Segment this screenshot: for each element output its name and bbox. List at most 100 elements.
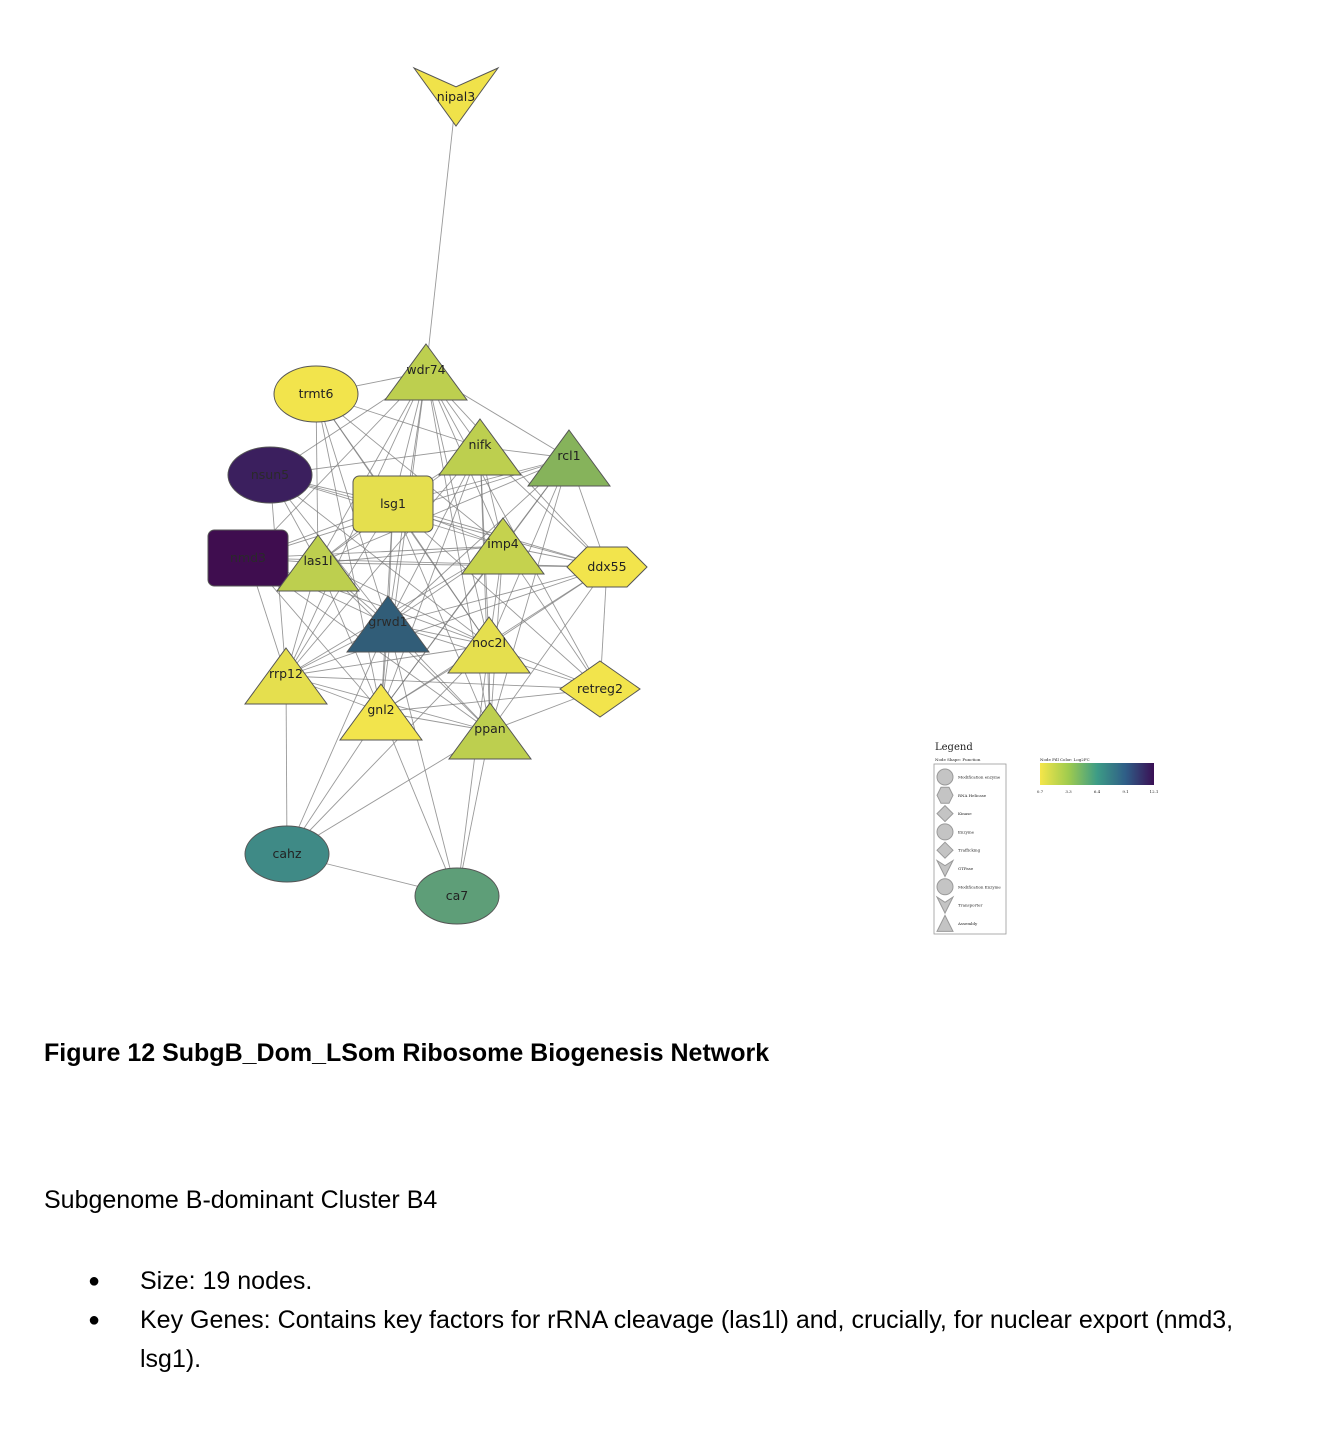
edge-noc2l-rrp12 xyxy=(285,644,490,677)
edge-wdr74-nmd3 xyxy=(247,371,427,559)
node-label-cahz: cahz xyxy=(272,846,301,861)
legend-shape-2 xyxy=(936,804,954,823)
node-shape-nmd3 xyxy=(207,529,289,587)
node-label-rcl1: rcl1 xyxy=(557,448,580,463)
node-las1l: las1l xyxy=(276,534,360,592)
network-graph: nipal3 wdr74 trmt6 nifk rcl1 nsun5 lsg1 nmd3 las… xyxy=(207,66,648,925)
node-label-nifk: nifk xyxy=(468,437,492,452)
node-shape-rcl1 xyxy=(527,429,611,487)
legend-shape-label-6: Modification Enzyme xyxy=(958,884,1001,889)
legend-shape-label-0: Modification enzyme xyxy=(958,775,1001,780)
legend-color-gradient xyxy=(1040,763,1154,785)
edge-grwd1-ca7 xyxy=(387,623,458,897)
edge-lsg1-ppan xyxy=(392,503,491,732)
node-shape-ca7 xyxy=(414,867,500,925)
node-label-ca7: ca7 xyxy=(446,888,469,903)
edge-gnl2-retreg2 xyxy=(380,688,601,713)
legend-shape-6 xyxy=(936,878,954,896)
node-shape-ddx55 xyxy=(566,546,648,588)
node-label-lsg1: lsg1 xyxy=(380,496,406,511)
edge-nsun5-noc2l xyxy=(269,474,490,646)
node-label-ddx55: ddx55 xyxy=(587,559,626,574)
edge-rrp12-retreg2 xyxy=(285,675,601,690)
legend-shape-label-1: RNA Helicase xyxy=(958,793,987,798)
edge-nipal3-wdr74 xyxy=(425,96,457,373)
node-label-noc2l: noc2l xyxy=(472,635,506,650)
edge-rcl1-las1l xyxy=(317,457,570,564)
node-nmd3: nmd3 xyxy=(207,529,289,587)
edge-ddx55-grwd1 xyxy=(387,566,608,625)
node-nipal3: nipal3 xyxy=(412,66,500,127)
edge-lsg1-retreg2 xyxy=(392,503,601,690)
legend-shape-label-7: Transporter xyxy=(958,903,982,908)
node-shape-nifk xyxy=(438,418,522,476)
edge-rcl1-ppan xyxy=(489,457,570,732)
legend-shape-4 xyxy=(936,841,954,859)
node-label-retreg2: retreg2 xyxy=(577,681,623,696)
node-retreg2: retreg2 xyxy=(559,660,641,718)
node-ppan: ppan xyxy=(448,702,532,760)
node-label-nsun5: nsun5 xyxy=(251,467,289,482)
edge-las1l-imp4 xyxy=(317,545,504,564)
node-noc2l: noc2l xyxy=(447,616,531,674)
figure-caption: Figure 12 SubgB_Dom_LSom Ribosome Biogen… xyxy=(44,1039,770,1067)
node-shape-rrp12 xyxy=(244,647,328,705)
edge-trmt6-imp4 xyxy=(315,393,504,547)
legend-shape-1 xyxy=(936,786,954,804)
node-grwd1: grwd1 xyxy=(346,595,430,653)
legend-shape-label-8: Assembly xyxy=(957,921,978,926)
legend-color-tick-0: 0.7 xyxy=(1037,789,1044,794)
edge-grwd1-cahz xyxy=(286,623,389,855)
legend-color-tick-1: 3.3 xyxy=(1065,789,1072,794)
node-label-nipal3: nipal3 xyxy=(437,89,475,104)
legend-shape-3 xyxy=(936,823,954,841)
node-label-rrp12: rrp12 xyxy=(269,666,303,681)
node-imp4: imp4 xyxy=(461,517,545,575)
edge-trmt6-grwd1 xyxy=(315,393,389,625)
legend-shape-label-5: GTPase xyxy=(958,866,974,871)
node-shape-las1l xyxy=(276,534,360,592)
node-label-gnl2: gnl2 xyxy=(367,702,394,717)
node-label-las1l: las1l xyxy=(303,553,332,568)
legend-shape-8 xyxy=(936,914,954,932)
edge-noc2l-ca7 xyxy=(456,644,490,897)
node-shape-noc2l xyxy=(447,616,531,674)
edge-rrp12-cahz xyxy=(285,675,288,855)
node-shape-wdr74 xyxy=(384,343,468,401)
legend-color-tick-3: 9.1 xyxy=(1122,789,1128,794)
edge-gnl2-ca7 xyxy=(380,711,458,897)
legend-title: Legend xyxy=(935,742,973,753)
node-rrp12: rrp12 xyxy=(244,647,328,705)
node-gnl2: gnl2 xyxy=(339,683,423,741)
bullet-list: Size: 19 nodes. Key Genes: Contains key … xyxy=(88,1262,1268,1379)
node-shape-ppan xyxy=(448,702,532,760)
node-shape-nipal3 xyxy=(412,66,500,127)
legend-color-tick-4: 12.1 xyxy=(1150,789,1159,794)
legend-shape-box xyxy=(933,763,1007,935)
edge-nifk-grwd1 xyxy=(387,446,481,625)
node-label-ppan: ppan xyxy=(474,721,505,736)
node-ddx55: ddx55 xyxy=(566,546,648,588)
node-trmt6: trmt6 xyxy=(273,365,359,423)
edge-nmd3-imp4 xyxy=(247,545,504,559)
node-shape-nsun5 xyxy=(227,446,313,504)
node-rcl1: rcl1 xyxy=(527,429,611,487)
bullet-size: Size: 19 nodes. xyxy=(88,1262,1268,1301)
network-nodes: nipal3 wdr74 trmt6 nifk rcl1 nsun5 lsg1 nmd3 las… xyxy=(207,66,648,925)
node-shape-retreg2 xyxy=(559,660,641,718)
node-nifk: nifk xyxy=(438,418,522,476)
legend-shape-0 xyxy=(936,768,954,786)
node-wdr74: wdr74 xyxy=(384,343,468,401)
edge-noc2l-cahz xyxy=(286,644,490,855)
legend-shape-5 xyxy=(935,859,955,878)
legend-shape-label-3: Enzyme xyxy=(958,829,975,834)
node-shape-gnl2 xyxy=(339,683,423,741)
edge-ddx55-rrp12 xyxy=(285,566,608,677)
node-shape-grwd1 xyxy=(346,595,430,653)
node-shape-cahz xyxy=(244,825,330,883)
edge-wdr74-retreg2 xyxy=(425,371,601,690)
legend-shape-label-4: Trafficking xyxy=(958,848,981,853)
node-shape-trmt6 xyxy=(273,365,359,423)
node-label-nmd3: nmd3 xyxy=(230,550,266,565)
